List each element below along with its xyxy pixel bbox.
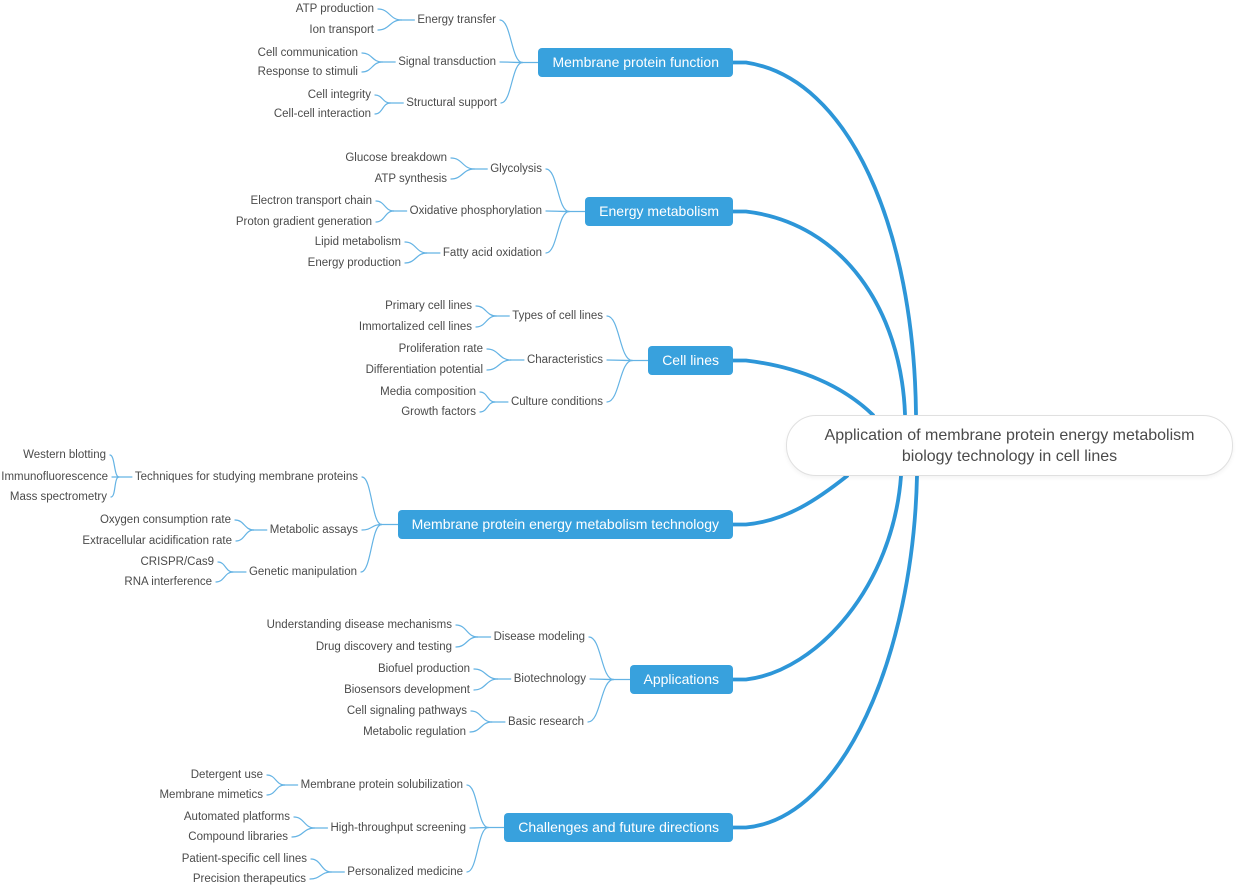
leaf-label[interactable]: Energy production bbox=[307, 257, 401, 269]
subtopic-label[interactable]: Membrane protein solubilization bbox=[300, 779, 463, 791]
leaf-label[interactable]: Cell signaling pathways bbox=[346, 705, 467, 717]
leaf-label[interactable]: Electron transport chain bbox=[250, 195, 372, 207]
subtopic-label[interactable]: Personalized medicine bbox=[347, 866, 463, 878]
leaf-label[interactable]: Cell integrity bbox=[307, 89, 371, 101]
branch-topic[interactable]: Applications bbox=[629, 665, 733, 694]
subtopic-label[interactable]: Energy transfer bbox=[417, 14, 496, 26]
leaf-label[interactable]: Understanding disease mechanisms bbox=[266, 619, 452, 631]
leaf-label[interactable]: Western blotting bbox=[23, 449, 106, 461]
subtopic-label[interactable]: Signal transduction bbox=[398, 56, 496, 68]
leaf-label[interactable]: Mass spectrometry bbox=[9, 491, 107, 503]
leaf-label[interactable]: CRISPR/Cas9 bbox=[140, 556, 215, 568]
leaf-label[interactable]: Metabolic regulation bbox=[363, 726, 466, 738]
branch-topic[interactable]: Energy metabolism bbox=[585, 197, 733, 226]
subtopic-label[interactable]: Characteristics bbox=[526, 354, 603, 366]
leaf-label[interactable]: Proliferation rate bbox=[398, 343, 483, 355]
leaf-label[interactable]: Patient-specific cell lines bbox=[181, 853, 307, 865]
subtopic-label[interactable]: Disease modeling bbox=[493, 631, 585, 643]
leaf-label[interactable]: Growth factors bbox=[401, 406, 476, 418]
subtopic-label[interactable]: Structural support bbox=[406, 97, 497, 109]
leaf-label[interactable]: Extracellular acidification rate bbox=[82, 535, 232, 547]
leaf-label[interactable]: Immunofluorescence bbox=[1, 471, 108, 483]
branch-topic[interactable]: Challenges and future directions bbox=[504, 813, 733, 842]
leaf-label[interactable]: Proton gradient generation bbox=[235, 216, 372, 228]
leaf-label[interactable]: Biosensors development bbox=[344, 684, 470, 696]
leaf-label[interactable]: Cell-cell interaction bbox=[273, 108, 371, 120]
leaf-label[interactable]: Glucose breakdown bbox=[345, 152, 447, 164]
leaf-label[interactable]: Immortalized cell lines bbox=[358, 321, 472, 333]
leaf-label[interactable]: Drug discovery and testing bbox=[315, 641, 452, 653]
subtopic-label[interactable]: Genetic manipulation bbox=[248, 566, 357, 578]
leaf-label[interactable]: Differentiation potential bbox=[365, 364, 483, 376]
central-topic[interactable]: Application of membrane protein energy m… bbox=[786, 415, 1233, 476]
leaf-label[interactable]: Lipid metabolism bbox=[314, 236, 401, 248]
leaf-label[interactable]: Automated platforms bbox=[183, 811, 290, 823]
leaf-label[interactable]: Compound libraries bbox=[188, 831, 288, 843]
subtopic-label[interactable]: Culture conditions bbox=[510, 396, 603, 408]
leaf-label[interactable]: Precision therapeutics bbox=[192, 873, 306, 885]
leaf-label[interactable]: Oxygen consumption rate bbox=[99, 514, 231, 526]
leaf-label[interactable]: Response to stimuli bbox=[257, 66, 358, 78]
subtopic-label[interactable]: Oxidative phosphorylation bbox=[409, 205, 542, 217]
leaf-label[interactable]: Media composition bbox=[380, 386, 476, 398]
leaf-label[interactable]: Biofuel production bbox=[377, 663, 470, 675]
subtopic-label[interactable]: Types of cell lines bbox=[512, 310, 603, 322]
leaf-label[interactable]: ATP synthesis bbox=[374, 173, 447, 185]
branch-topic[interactable]: Cell lines bbox=[648, 346, 733, 375]
leaf-label[interactable]: Detergent use bbox=[190, 769, 263, 781]
leaf-label[interactable]: RNA interference bbox=[124, 576, 212, 588]
leaf-label[interactable]: Primary cell lines bbox=[385, 300, 472, 312]
subtopic-label[interactable]: Biotechnology bbox=[513, 673, 586, 685]
branch-topic[interactable]: Membrane protein function bbox=[538, 48, 733, 77]
leaf-label[interactable]: Ion transport bbox=[309, 24, 374, 36]
subtopic-label[interactable]: Basic research bbox=[507, 716, 584, 728]
leaf-label[interactable]: Membrane mimetics bbox=[159, 789, 263, 801]
branch-topic[interactable]: Membrane protein energy metabolism techn… bbox=[397, 510, 733, 539]
subtopic-label[interactable]: Fatty acid oxidation bbox=[442, 247, 542, 259]
leaf-label[interactable]: ATP production bbox=[295, 3, 374, 15]
subtopic-label[interactable]: Metabolic assays bbox=[269, 524, 358, 536]
subtopic-label[interactable]: Techniques for studying membrane protein… bbox=[134, 471, 358, 483]
subtopic-label[interactable]: High-throughput screening bbox=[330, 822, 466, 834]
subtopic-label[interactable]: Glycolysis bbox=[490, 163, 542, 175]
leaf-label[interactable]: Cell communication bbox=[257, 47, 358, 59]
